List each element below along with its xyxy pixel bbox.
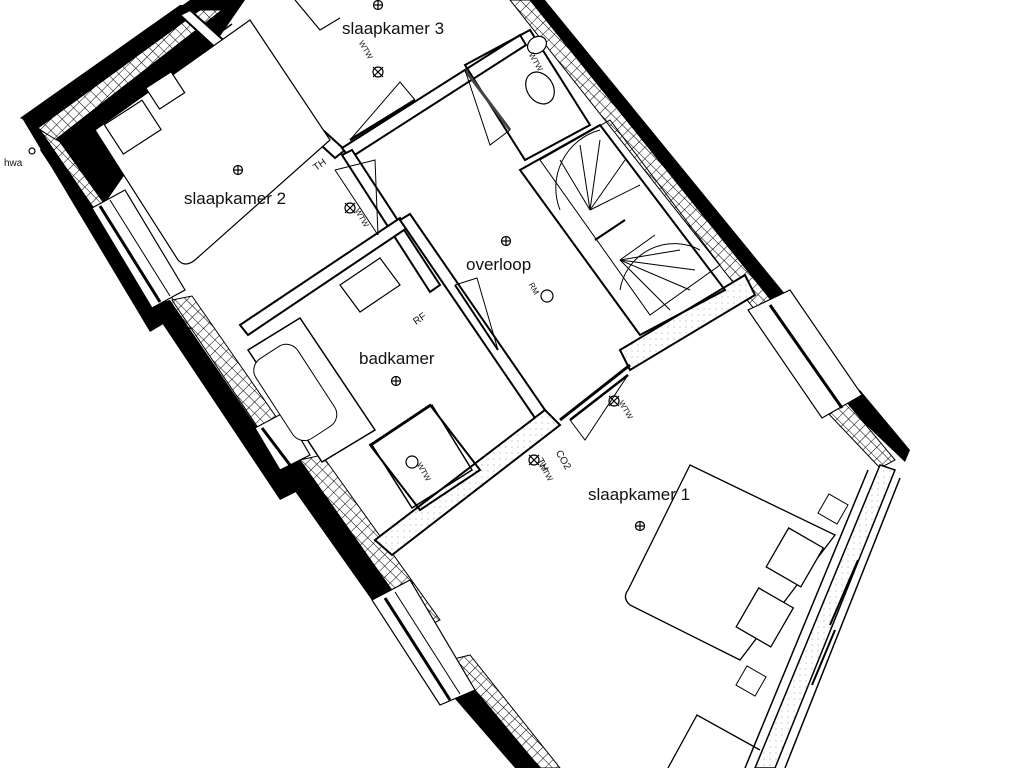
room-label-slaapkamer-1: slaapkamer 1: [588, 485, 690, 504]
room-label-overloop: overloop: [466, 255, 531, 274]
room-label-badkamer: badkamer: [359, 349, 435, 368]
window-slaapkamer-1-west: [371, 579, 476, 706]
wtw-label-badkamer: WTW: [415, 461, 433, 483]
co2-label: CO2: [553, 449, 573, 473]
hwa-label: hwa: [4, 158, 23, 169]
window-badkamer: [254, 411, 311, 471]
wtw-label-vent: WTW: [537, 461, 555, 483]
wtw-label-toilet: WTW: [527, 51, 545, 73]
rf-label: RF: [411, 311, 428, 328]
window-east: [747, 289, 863, 419]
shower-badkamer: [370, 403, 474, 510]
doors: [334, 69, 629, 441]
bed-slaapkamer-1: [624, 464, 849, 697]
desk-slaapkamer-3: [294, 0, 341, 31]
room-label-slaapkamer-2: slaapkamer 2: [184, 189, 286, 208]
window-slaapkamer-2: [91, 189, 186, 309]
room-label-slaapkamer-3: slaapkamer 3: [342, 19, 444, 38]
bed-slaapkamer-2: [94, 19, 331, 265]
outer-wall-east: [509, 0, 910, 768]
th-label-slaapkamer-2: TH: [311, 157, 328, 174]
toilet: [525, 35, 555, 105]
rm-label: RM: [527, 281, 541, 297]
fixture-symbols: [28, 66, 620, 466]
wardrobe-slaapkamer-1: [667, 714, 761, 768]
wtw-label-slaapkamer-1: WTW: [617, 399, 635, 421]
staircase: [518, 119, 727, 337]
bathtub: [246, 316, 377, 464]
wtw-label-slaapkamer-2: WTW: [353, 207, 371, 229]
wtw-label-slaapkamer-3: WTW: [357, 39, 375, 61]
interior-walls: [178, 8, 757, 557]
sink-badkamer: [339, 257, 401, 313]
room-markers: [232, 0, 646, 532]
